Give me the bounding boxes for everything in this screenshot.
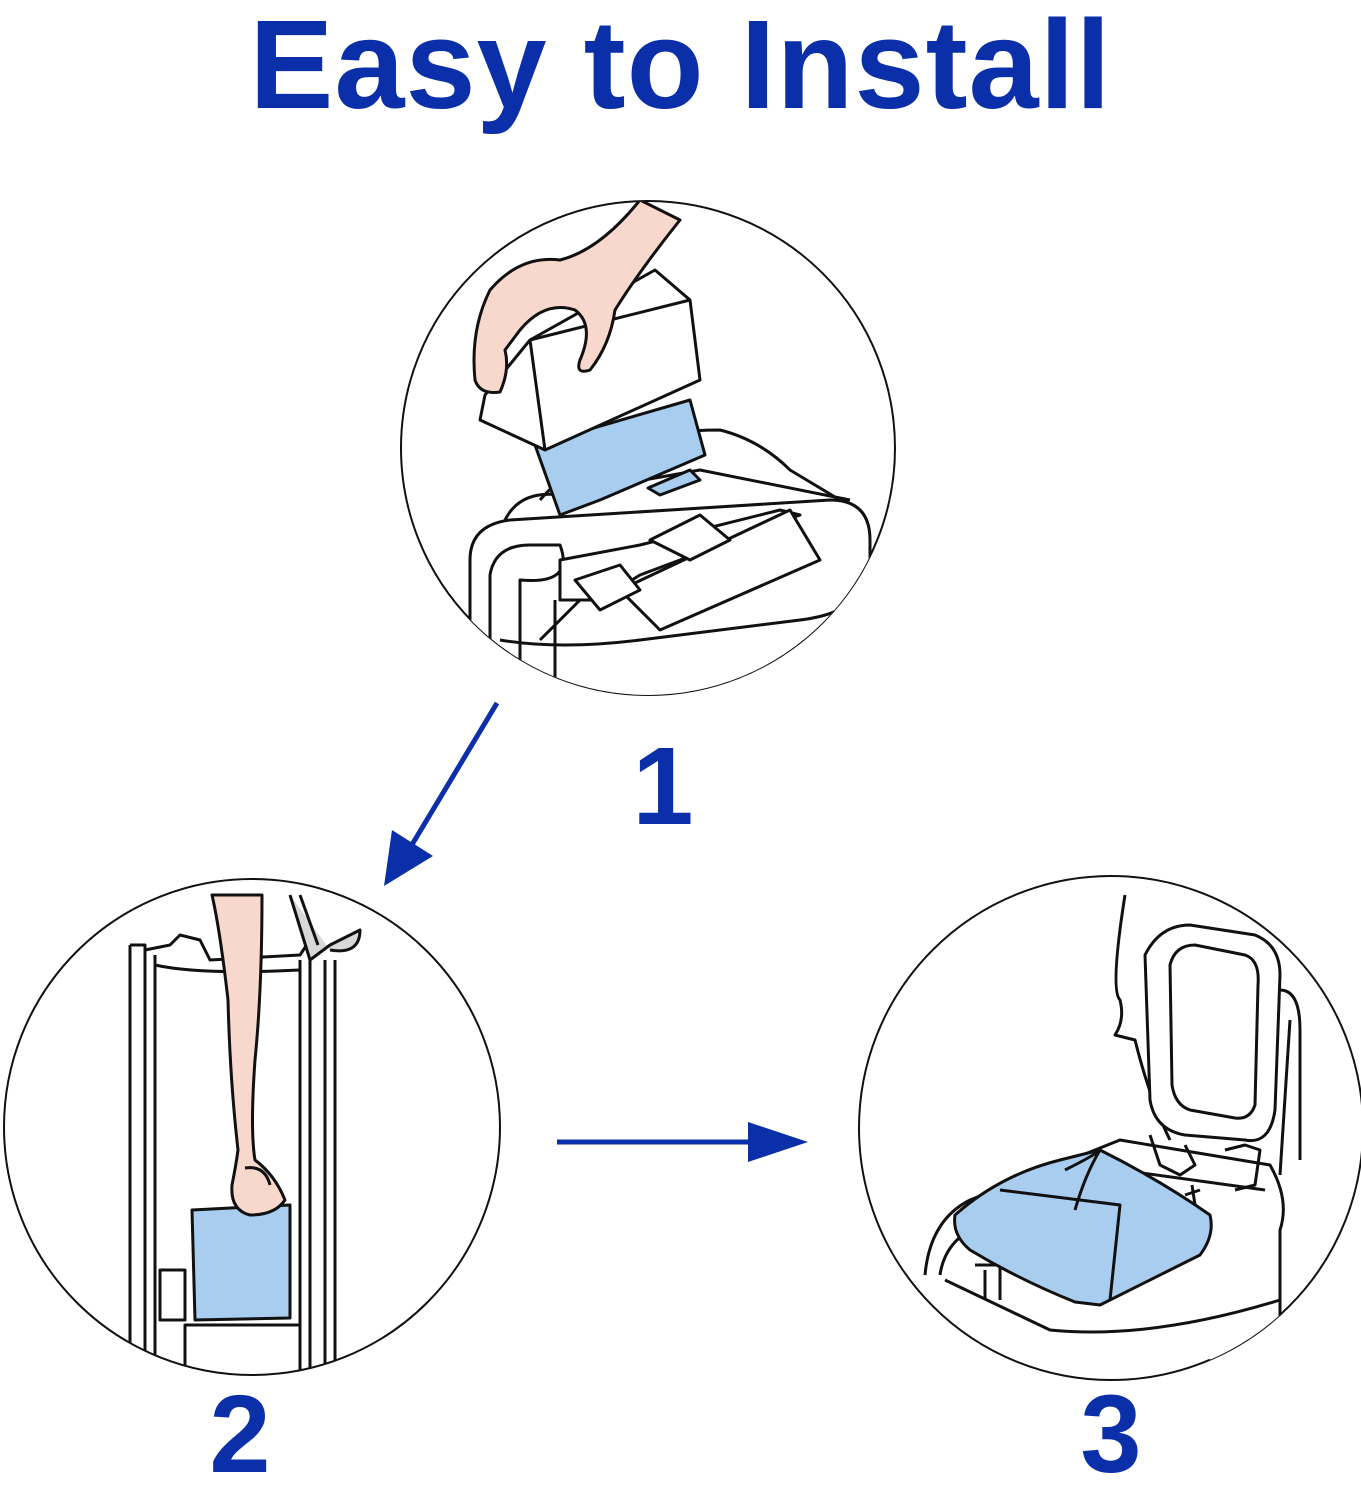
toilet-tank-icon [130, 943, 147, 1375]
cleaning-pad-icon [190, 1203, 292, 1322]
step-3-illustration [858, 875, 1361, 1381]
page-title: Easy to Install [249, 0, 1112, 135]
arrow-icon [557, 1122, 808, 1162]
step-2-illustration [3, 878, 501, 1376]
step-3-number: 3 [1080, 1373, 1142, 1496]
cleaning-pad-icon [533, 398, 707, 517]
step-1-illustration [400, 200, 896, 696]
hand-placing-pad-icon [210, 893, 287, 1217]
arrow-icon [384, 701, 500, 886]
cleaning-pad-icon [953, 1148, 1213, 1307]
step-1-number: 1 [632, 725, 694, 848]
step-2-number: 2 [209, 1373, 271, 1496]
hand-placing-pad-icon [472, 201, 682, 394]
